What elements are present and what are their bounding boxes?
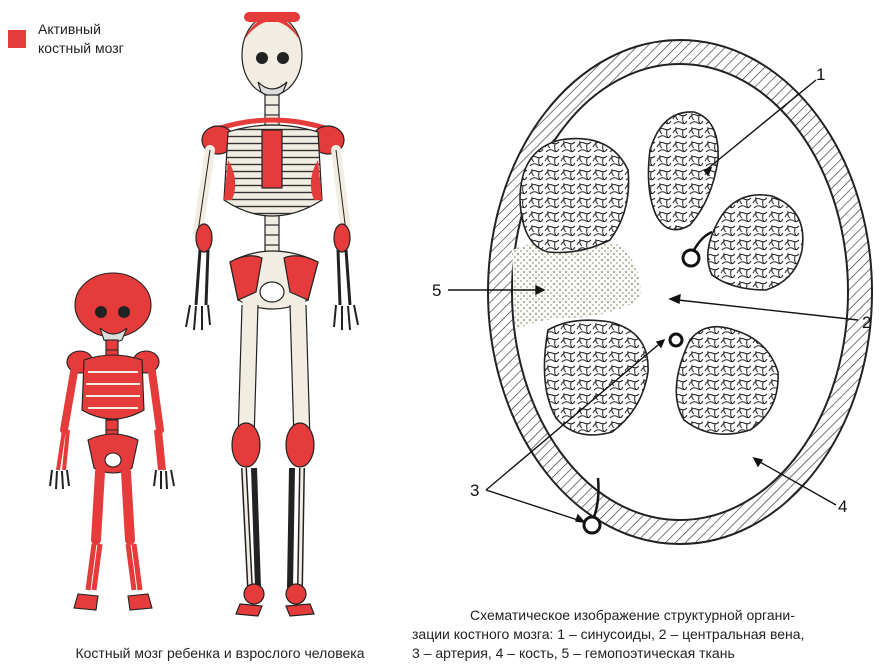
label-5: 5	[432, 281, 441, 300]
caption-skeletons: Костный мозг ребенка и взрослого человек…	[0, 644, 440, 663]
label-4: 4	[838, 497, 847, 516]
adult-skeleton	[186, 12, 358, 616]
label-3: 3	[470, 481, 479, 500]
caption-diagram-line-2: зации костного мозга: 1 – синусоиды, 2 –…	[412, 625, 887, 644]
caption-diagram-line-1: Схематическое изображение структурной ор…	[412, 606, 887, 625]
caption-diagram: Схематическое изображение структурной ор…	[412, 606, 887, 663]
caption-diagram-line-3: 3 – артерия, 4 – кость, 5 – гемопоэтичес…	[412, 644, 887, 663]
bone-marrow-diagram: 1 2 3 4 5	[430, 0, 887, 590]
skeletons-illustration	[0, 0, 440, 640]
artery-lower	[670, 334, 682, 346]
label-1: 1	[816, 65, 825, 84]
artery-outer	[584, 517, 600, 533]
label-2: 2	[862, 313, 871, 332]
sinusoid-lobe-upper-left	[520, 139, 629, 253]
child-skeleton	[50, 273, 174, 610]
artery-upper	[683, 250, 699, 266]
